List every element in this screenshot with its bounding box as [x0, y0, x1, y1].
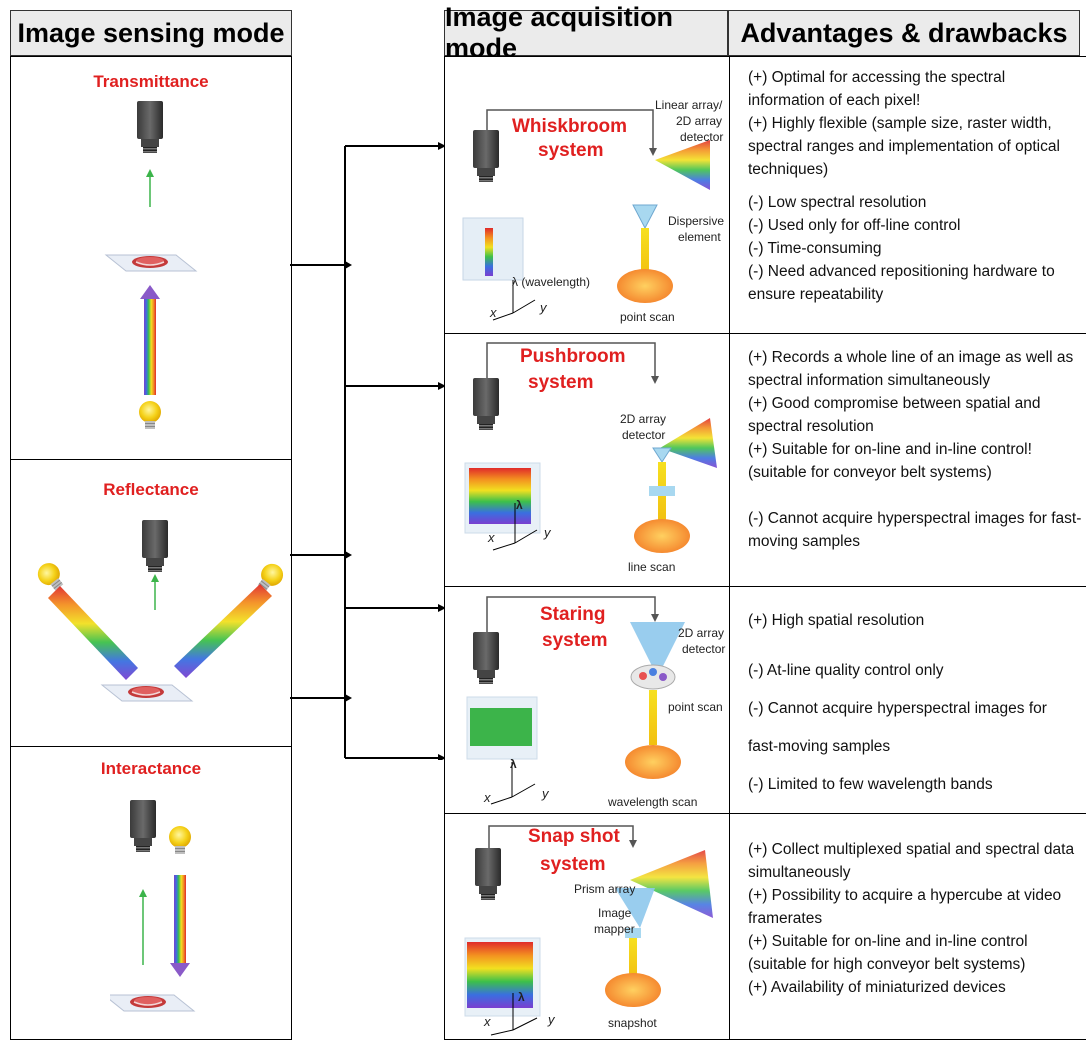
drawback-item: (-) Cannot acquire hyperspectral images …: [748, 510, 1082, 550]
sensing-mode-title: Interactance: [100, 759, 202, 778]
axis-y-label: y: [544, 525, 551, 540]
camera-icon: [130, 800, 156, 852]
element-label: element: [678, 230, 721, 244]
system-title: system: [528, 372, 594, 393]
advantage-item: (+) Good compromise between spatial and …: [748, 395, 1041, 435]
filter-label: point scan: [668, 700, 723, 714]
header-image-sensing-mode: Image sensing mode: [10, 10, 292, 56]
scan-label: snapshot: [608, 1016, 657, 1030]
camera-icon: [473, 378, 499, 430]
mapper-label: Image: [598, 906, 632, 920]
advantage-item: (+) Collect multiplexed spatial and spec…: [748, 841, 1075, 881]
system-title: Whiskbroom: [512, 116, 628, 137]
axis-x-label: x: [490, 305, 497, 320]
cube-label: λ: [510, 757, 517, 771]
reflectance-illustration: [33, 520, 288, 702]
advantages-list-whiskbroom: (+) Optimal for accessing the spectral i…: [748, 66, 1074, 306]
mapper-label: mapper: [594, 922, 635, 936]
acquisition-whiskbroom: [444, 56, 730, 334]
advantage-item: (+) Records a whole line of an image as …: [748, 349, 1074, 389]
lightbulb-icon: [139, 401, 161, 429]
axis-x-label: x: [488, 530, 495, 545]
detector-label: detector: [682, 642, 726, 656]
camera-icon: [142, 520, 168, 572]
detector-label: detector: [680, 130, 724, 144]
header-image-acquisition-mode: Image acquisition mode: [444, 2, 728, 63]
advantages-whiskbroom: [729, 56, 1086, 334]
advantage-item: (+) Suitable for on-line and in-line con…: [748, 441, 1032, 481]
lightbulb-icon: [169, 826, 191, 854]
drawback-item: (-) Low spectral resolution: [748, 194, 927, 211]
system-title: Staring: [540, 604, 606, 625]
drawback-item: (-) Cannot acquire hyperspectral images …: [748, 700, 1047, 717]
camera-icon: [473, 632, 499, 684]
advantage-item: (+) Possibility to acquire a hypercube a…: [748, 887, 1062, 927]
advantages-snapshot: [729, 813, 1086, 1040]
scan-label: line scan: [628, 560, 676, 574]
detector-label: Linear array/: [655, 98, 723, 112]
axis-y-label: y: [548, 1012, 555, 1027]
advantages-staring: [729, 586, 1086, 814]
interactance-illustration: [110, 800, 195, 1012]
transmittance-illustration: [105, 101, 197, 429]
prism-label: Prism array: [574, 882, 636, 896]
detector-label: 2D array: [678, 626, 725, 640]
drawback-item: fast-moving samples: [748, 738, 891, 755]
axis-x-label: x: [484, 790, 491, 805]
system-title: system: [542, 630, 608, 651]
advantage-item: (+) Availability of miniaturized devices: [748, 979, 1006, 996]
drawback-item: (-) Used only for off-line control: [748, 217, 961, 234]
scan-label: point scan: [620, 310, 675, 324]
advantage-item: (+) High spatial resolution: [748, 612, 925, 629]
drawback-item: (-) Need advanced repositioning hardware…: [748, 263, 1055, 303]
scan-label: wavelength scan: [608, 795, 698, 809]
system-title: Snap shot: [528, 826, 620, 847]
camera-icon: [475, 848, 501, 900]
lightbulb-icon: [33, 558, 68, 595]
element-label: Dispersive: [668, 214, 725, 228]
detector-label: 2D array: [620, 412, 667, 426]
advantages-pushbroom: [729, 333, 1086, 587]
sensing-mode-title: Transmittance: [93, 72, 209, 91]
camera-icon: [137, 101, 163, 153]
sensing-mode-title: Reflectance: [103, 480, 199, 499]
camera-icon: [473, 130, 499, 182]
advantages-list-pushbroom: (+) Records a whole line of an image as …: [748, 346, 1084, 553]
advantage-item: (+) Optimal for accessing the spectral i…: [748, 69, 1006, 109]
drawback-item: (-) At-line quality control only: [748, 662, 944, 679]
pushbroom-illustration: [464, 342, 717, 553]
system-title: Pushbroom: [520, 346, 626, 367]
axis-y-label: y: [542, 786, 549, 801]
staring-illustration: [466, 596, 685, 805]
system-title: system: [540, 854, 606, 875]
drawback-item: (-) Time-consuming: [748, 240, 882, 257]
advantage-item: (+) Suitable for on-line and in-line con…: [748, 933, 1028, 973]
steak-icon: [110, 994, 195, 1012]
advantages-list-staring: (+) High spatial resolution (-) At-line …: [748, 610, 1084, 796]
light-beam: [144, 295, 156, 395]
connector-arrows: [290, 142, 446, 760]
axis-y-label: y: [540, 300, 547, 315]
cube-label: λ: [518, 990, 525, 1004]
steak-icon: [105, 254, 197, 272]
axis-x-label: x: [484, 1014, 491, 1029]
header-advantages-drawbacks: Advantages & drawbacks: [728, 10, 1080, 56]
drawback-item: (-) Limited to few wavelength bands: [748, 776, 993, 793]
cube-label: λ: [516, 498, 523, 512]
advantage-item: (+) Highly flexible (sample size, raster…: [748, 115, 1060, 178]
whiskbroom-illustration: [462, 109, 710, 321]
cube-label: λ (wavelength): [512, 275, 591, 289]
snapshot-illustration: [464, 825, 713, 1036]
advantages-list-snapshot: (+) Collect multiplexed spatial and spec…: [748, 838, 1084, 999]
steak-icon: [101, 684, 193, 702]
system-title: system: [538, 140, 604, 161]
detector-label: detector: [622, 428, 666, 442]
detector-label: 2D array: [676, 114, 723, 128]
